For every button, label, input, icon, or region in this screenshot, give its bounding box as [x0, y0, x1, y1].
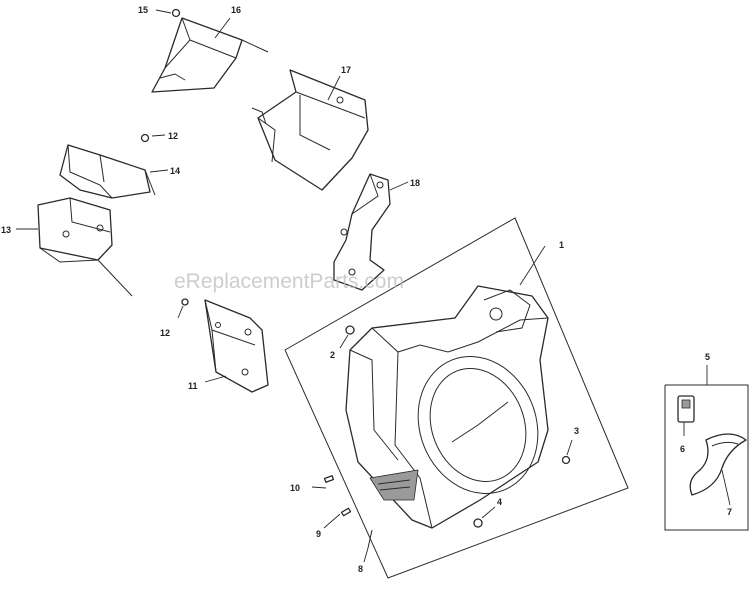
callout-6: 6: [680, 444, 685, 454]
callout-16: 16: [231, 5, 241, 15]
callout-12-upper: 12: [168, 131, 178, 141]
callout-labels: 1 2 3 4 5 6 7 8 9 10 11 12 12 13 14 15 1…: [1, 5, 732, 574]
hardware-fasteners: [140, 8, 571, 549]
callout-8: 8: [358, 564, 363, 574]
callout-10: 10: [290, 483, 300, 493]
part-11-bracket: [204, 299, 269, 393]
part-13-baffle: [37, 197, 133, 297]
callout-2: 2: [330, 350, 335, 360]
callout-11: 11: [188, 381, 198, 391]
callout-1: 1: [559, 240, 564, 250]
part-14-baffle: [59, 144, 156, 199]
part-1-blower-housing: [345, 285, 549, 529]
callout-17: 17: [341, 65, 351, 75]
callout-5: 5: [705, 352, 710, 362]
callout-13: 13: [1, 225, 11, 235]
part-6-clip: [677, 395, 695, 423]
callout-18: 18: [410, 178, 420, 188]
part-16-deflector: [151, 17, 269, 93]
leader-lines: [16, 9, 731, 563]
callout-14: 14: [170, 166, 180, 176]
callout-12-lower: 12: [160, 328, 170, 338]
callout-15: 15: [138, 5, 148, 15]
kit-frame-5: [664, 384, 749, 531]
watermark-text: eReplacementParts.com: [174, 270, 404, 293]
part-7-seal: [689, 433, 747, 496]
callout-9: 9: [316, 529, 321, 539]
part-18-bracket: [333, 173, 391, 291]
part-17-shroud-panel: [251, 69, 369, 191]
assembly-frame-1: [284, 217, 629, 579]
callout-4: 4: [497, 497, 502, 507]
callout-3: 3: [574, 426, 579, 436]
callout-7: 7: [727, 507, 732, 517]
